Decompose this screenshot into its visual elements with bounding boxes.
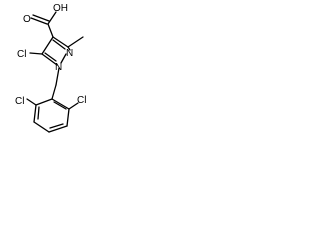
bond-ar6-cl bbox=[26, 98, 37, 106]
nitrogen-label-2: N bbox=[66, 48, 73, 59]
bond-c5-n1-double bbox=[44, 52, 57, 62]
bond-c3-c4 bbox=[52, 36, 69, 48]
bond-ar5-ar6 bbox=[33, 104, 37, 123]
bond-ar3-ar4 bbox=[48, 125, 68, 133]
bond-c4-c5 bbox=[41, 36, 54, 55]
chlorine-label-ring: Cl bbox=[17, 49, 26, 60]
bond-ar-inner-1 bbox=[53, 101, 67, 110]
bond-ar6-ar1 bbox=[35, 98, 53, 106]
chlorine-label-benzyl-bottom: Cl bbox=[15, 96, 24, 107]
bond-ar1-ar2 bbox=[51, 98, 70, 110]
bond-n1-n2 bbox=[60, 53, 67, 64]
bond-c4-carboxyl-carbon bbox=[47, 23, 54, 38]
bond-ar-inner-3 bbox=[37, 106, 40, 120]
bond-ar-inner-2 bbox=[49, 123, 64, 129]
bond-c5-n1 bbox=[41, 53, 58, 66]
bond-c5-cl bbox=[29, 52, 43, 55]
bond-carboxyl-oh bbox=[47, 11, 57, 25]
bond-ch2-aryl bbox=[51, 84, 57, 100]
bond-n1-ch2 bbox=[55, 67, 60, 86]
nitrogen-label-1: N bbox=[55, 62, 62, 73]
chemical-structure-diagram: OH O Cl N N Cl Cl bbox=[15, 3, 86, 133]
carboxyl-oh-label: OH bbox=[53, 3, 68, 14]
atom-labels: OH O Cl N N Cl Cl bbox=[15, 3, 86, 107]
carbonyl-oxygen-label: O bbox=[23, 14, 31, 25]
bond-carbonyl-double-b bbox=[32, 14, 50, 22]
bond-ar2-cl bbox=[68, 102, 79, 110]
bond-ar4-ar5 bbox=[33, 121, 50, 133]
bond-c3-methyl bbox=[67, 36, 84, 48]
bond-ar2-ar3 bbox=[66, 108, 70, 127]
bond-c3-c4-double bbox=[52, 39, 66, 50]
chlorine-label-benzyl-top: Cl bbox=[77, 95, 86, 106]
bond-lines bbox=[26, 11, 84, 133]
bond-carbonyl-double-a bbox=[30, 17, 48, 25]
